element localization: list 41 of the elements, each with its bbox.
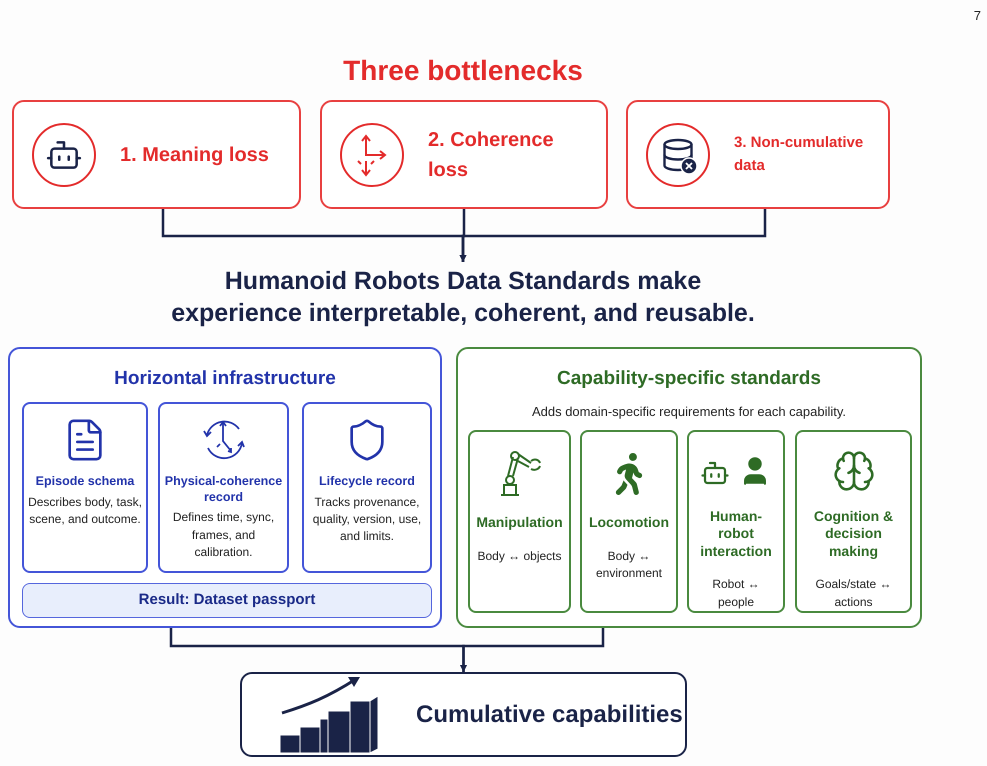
card-description: Body ↔ environment [594,548,664,582]
component-card [302,402,432,573]
outcome-label: Cumulative capabilities [416,700,683,730]
panel-heading: Horizontal infrastructure [114,367,336,391]
bottleneck-card [320,100,608,209]
bottleneck-label: 3. Non-cumulative data [734,133,864,176]
page-number: 7 [974,8,981,23]
component-card [687,430,785,613]
standards-panel [8,347,442,628]
component-card [580,430,678,613]
panel-heading: Capability-specific standards [557,367,821,391]
panel-subtitle: Adds domain-specific requirements for each capability. [532,402,846,421]
outcome-card [240,672,687,757]
diagram-title: Three bottlenecks [343,54,583,88]
component-card [468,430,571,613]
standards-panel [456,347,922,628]
component-card [158,402,289,573]
bottleneck-card [12,100,301,209]
result-bar [22,583,432,618]
bottleneck-label: 2. Coherence loss [428,128,555,182]
result-label: Result: Dataset passport [138,590,316,610]
card-description: Tracks provenance, quality, version, use, and limits. [312,494,422,546]
card-heading: Lifecycle record [319,474,415,490]
card-heading: Physical-coherence record [164,474,283,506]
card-description: Defines time, sync, frames, and calibration. [172,509,276,562]
card-description: Robot ↔ people [711,576,761,611]
card-heading: Human-robot interaction [699,508,773,560]
card-heading: Cognition & decision making [812,508,894,560]
bracket-arrow [460,628,604,672]
component-card [795,430,912,613]
card-description: Describes body, task, scene, and outcome. [28,494,142,528]
bracket-arrow [460,209,766,262]
card-heading: Locomotion [588,514,670,532]
component-card [22,402,148,573]
card-description: Goals/state ↔ actions [814,576,893,611]
card-heading: Manipulation [476,514,563,532]
card-heading: Episode schema [36,474,134,490]
card-description: Body ↔ objects [477,548,562,564]
statement-text: Humanoid Robots Data Standards make experience interpretable, coherent, and reusable. [170,266,756,329]
bottleneck-label: 1. Meaning loss [120,142,269,168]
bottleneck-card [626,100,890,209]
